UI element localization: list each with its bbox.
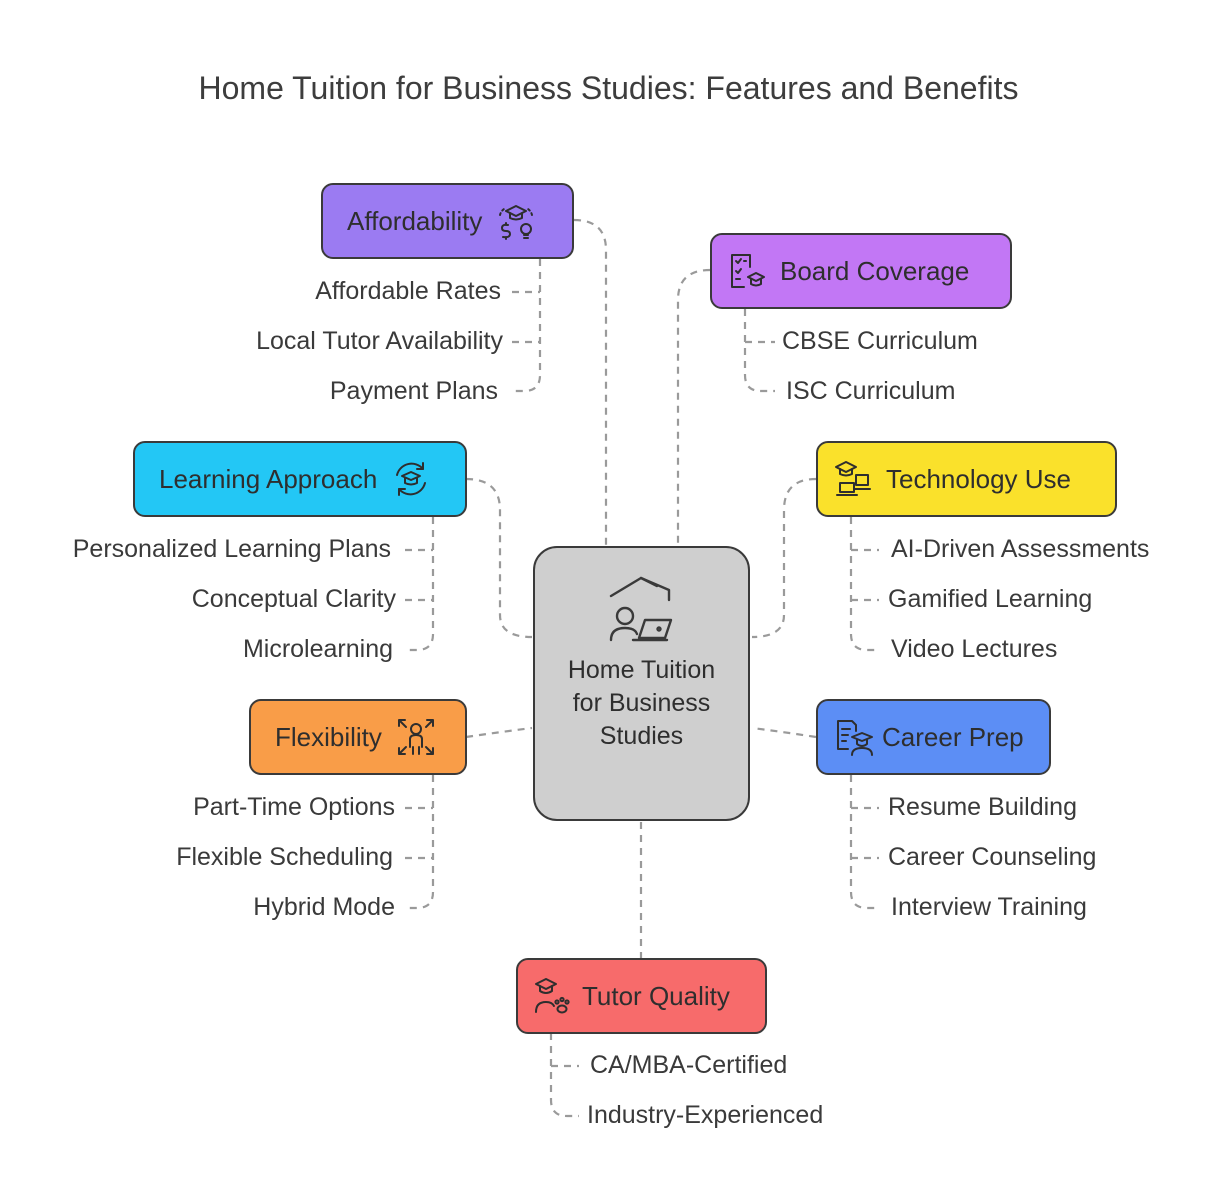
category-tutor-quality: Tutor Quality — [516, 958, 767, 1034]
technology-use-item-1: AI-Driven Assessments — [891, 535, 1150, 563]
career-prep-item-2: Career Counseling — [888, 843, 1097, 871]
category-flexibility: Flexibility — [249, 699, 467, 775]
learning-approach-item-1: Personalized Learning Plans — [72, 535, 391, 563]
category-learning-approach: Learning Approach — [133, 441, 467, 517]
category-tutor-quality-label: Tutor Quality — [582, 980, 730, 1011]
diagram-title: Home Tuition for Business Studies: Featu… — [198, 70, 1019, 106]
tutor-quality-item-2: Industry-Experienced — [587, 1101, 824, 1129]
affordability-item-3: Payment Plans — [329, 377, 498, 405]
technology-use-item-3: Video Lectures — [891, 635, 1058, 663]
graduation-money-bulb-icon — [496, 201, 536, 241]
person-expand-arrows-icon — [396, 717, 436, 757]
category-affordability: Affordability — [321, 183, 574, 259]
graduate-paw-icon — [532, 976, 572, 1016]
category-board-coverage: Board Coverage — [710, 233, 1012, 309]
connector-board-coverage — [676, 268, 711, 546]
graduation-laptop-icon — [832, 459, 872, 499]
flexibility-item-1: Part-Time Options — [193, 793, 395, 821]
category-affordability-label: Affordability — [347, 205, 483, 236]
category-flexibility-label: Flexibility — [275, 721, 382, 752]
career-prep-item-3: Interview Training — [891, 893, 1087, 921]
home-laptop-learner-icon — [605, 574, 679, 648]
career-prep-item-1: Resume Building — [888, 793, 1077, 821]
checklist-graduation-icon — [726, 251, 766, 291]
graduation-cycle-icon — [391, 459, 431, 499]
category-technology-use-label: Technology Use — [886, 463, 1071, 494]
category-technology-use: Technology Use — [816, 441, 1117, 517]
central-topic-node: Home Tuition for Business Studies — [533, 546, 750, 821]
tutor-quality-item-1: CA/MBA-Certified — [590, 1051, 788, 1079]
connector-flexibility — [465, 726, 533, 739]
category-career-prep: Career Prep — [816, 699, 1051, 775]
affordability-item-1: Affordable Rates — [315, 277, 501, 305]
category-career-prep-label: Career Prep — [882, 721, 1024, 752]
connector-learning-approach — [465, 477, 533, 639]
technology-use-item-2: Gamified Learning — [888, 585, 1093, 613]
connector-technology-use — [751, 477, 817, 639]
board-coverage-item-2: ISC Curriculum — [786, 377, 956, 405]
learning-approach-item-2: Conceptual Clarity — [191, 585, 396, 613]
connector-career-prep — [751, 726, 817, 739]
affordability-item-2: Local Tutor Availability — [256, 327, 503, 355]
resume-graduate-icon — [834, 717, 874, 757]
flexibility-item-3: Hybrid Mode — [253, 893, 395, 921]
category-board-coverage-label: Board Coverage — [780, 255, 970, 286]
board-coverage-item-1: CBSE Curriculum — [782, 327, 978, 355]
flexibility-item-2: Flexible Scheduling — [176, 843, 393, 871]
category-learning-approach-label: Learning Approach — [159, 463, 378, 494]
learning-approach-item-3: Microlearning — [242, 635, 393, 663]
connector-affordability — [573, 218, 608, 546]
central-topic-label: Home Tuition for Business Studies — [567, 656, 716, 750]
